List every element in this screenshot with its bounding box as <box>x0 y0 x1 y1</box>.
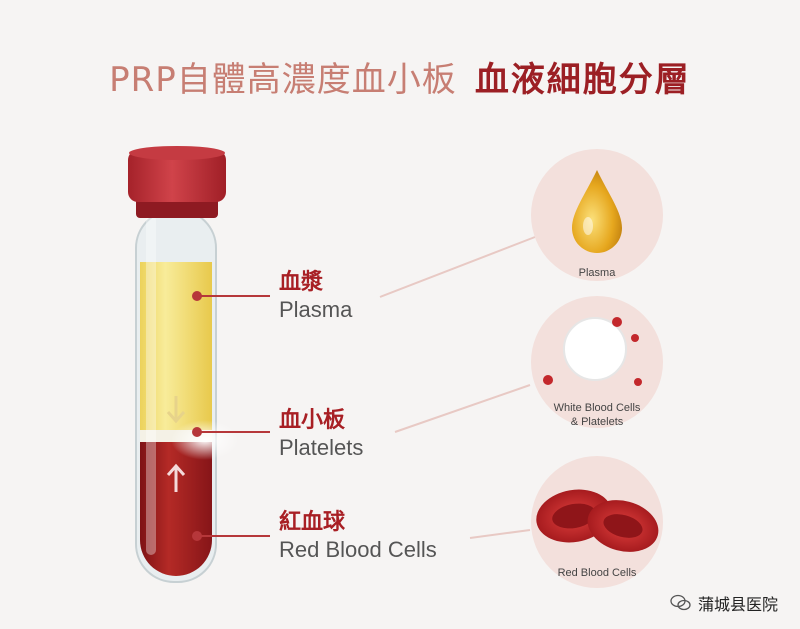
arrow-down-icon <box>166 396 186 424</box>
connector-lines <box>379 236 536 539</box>
circle-label-platelets-line1: White Blood Cells <box>553 402 641 414</box>
label-platelets: 血小板 Platelets <box>279 408 363 462</box>
label-rbc: 紅血球 Red Blood Cells <box>279 510 437 564</box>
wechat-icon <box>670 594 691 611</box>
title-part2: 血液細胞分層 <box>474 60 691 100</box>
label-rbc-zh: 紅血球 <box>279 510 346 535</box>
test-tube <box>128 146 239 583</box>
label-plasma: 血漿 Plasma <box>279 270 352 324</box>
pointer-markers <box>192 291 270 541</box>
title-part1: PRP自體高濃度血小板 <box>109 60 457 100</box>
arrow-up-icon <box>166 463 186 492</box>
circle-label-platelets-line2: & Platelets <box>570 416 624 428</box>
circle-label-rbc: Red Blood Cells <box>557 567 637 579</box>
red-blood-cell-icon <box>536 489 659 552</box>
label-rbc-en: Red Blood Cells <box>279 537 437 562</box>
label-platelets-zh: 血小板 <box>279 408 346 433</box>
tube-cap <box>128 150 226 202</box>
platelet-icons <box>543 317 642 386</box>
footer-source-text: 蒲城县医院 <box>697 595 778 614</box>
label-plasma-zh: 血漿 <box>279 270 324 295</box>
label-plasma-en: Plasma <box>279 297 353 322</box>
circle-label-platelets: White Blood Cells & Platelets <box>517 401 677 429</box>
circle-label-plasma: Plasma <box>578 267 616 279</box>
page-title: PRP自體高濃度血小板血液細胞分層 <box>0 52 800 101</box>
white-cell-icon <box>563 317 627 381</box>
footer-source: 蒲城县医院 <box>670 591 778 615</box>
label-platelets-en: Platelets <box>279 435 364 460</box>
rbc-layer <box>140 442 212 576</box>
